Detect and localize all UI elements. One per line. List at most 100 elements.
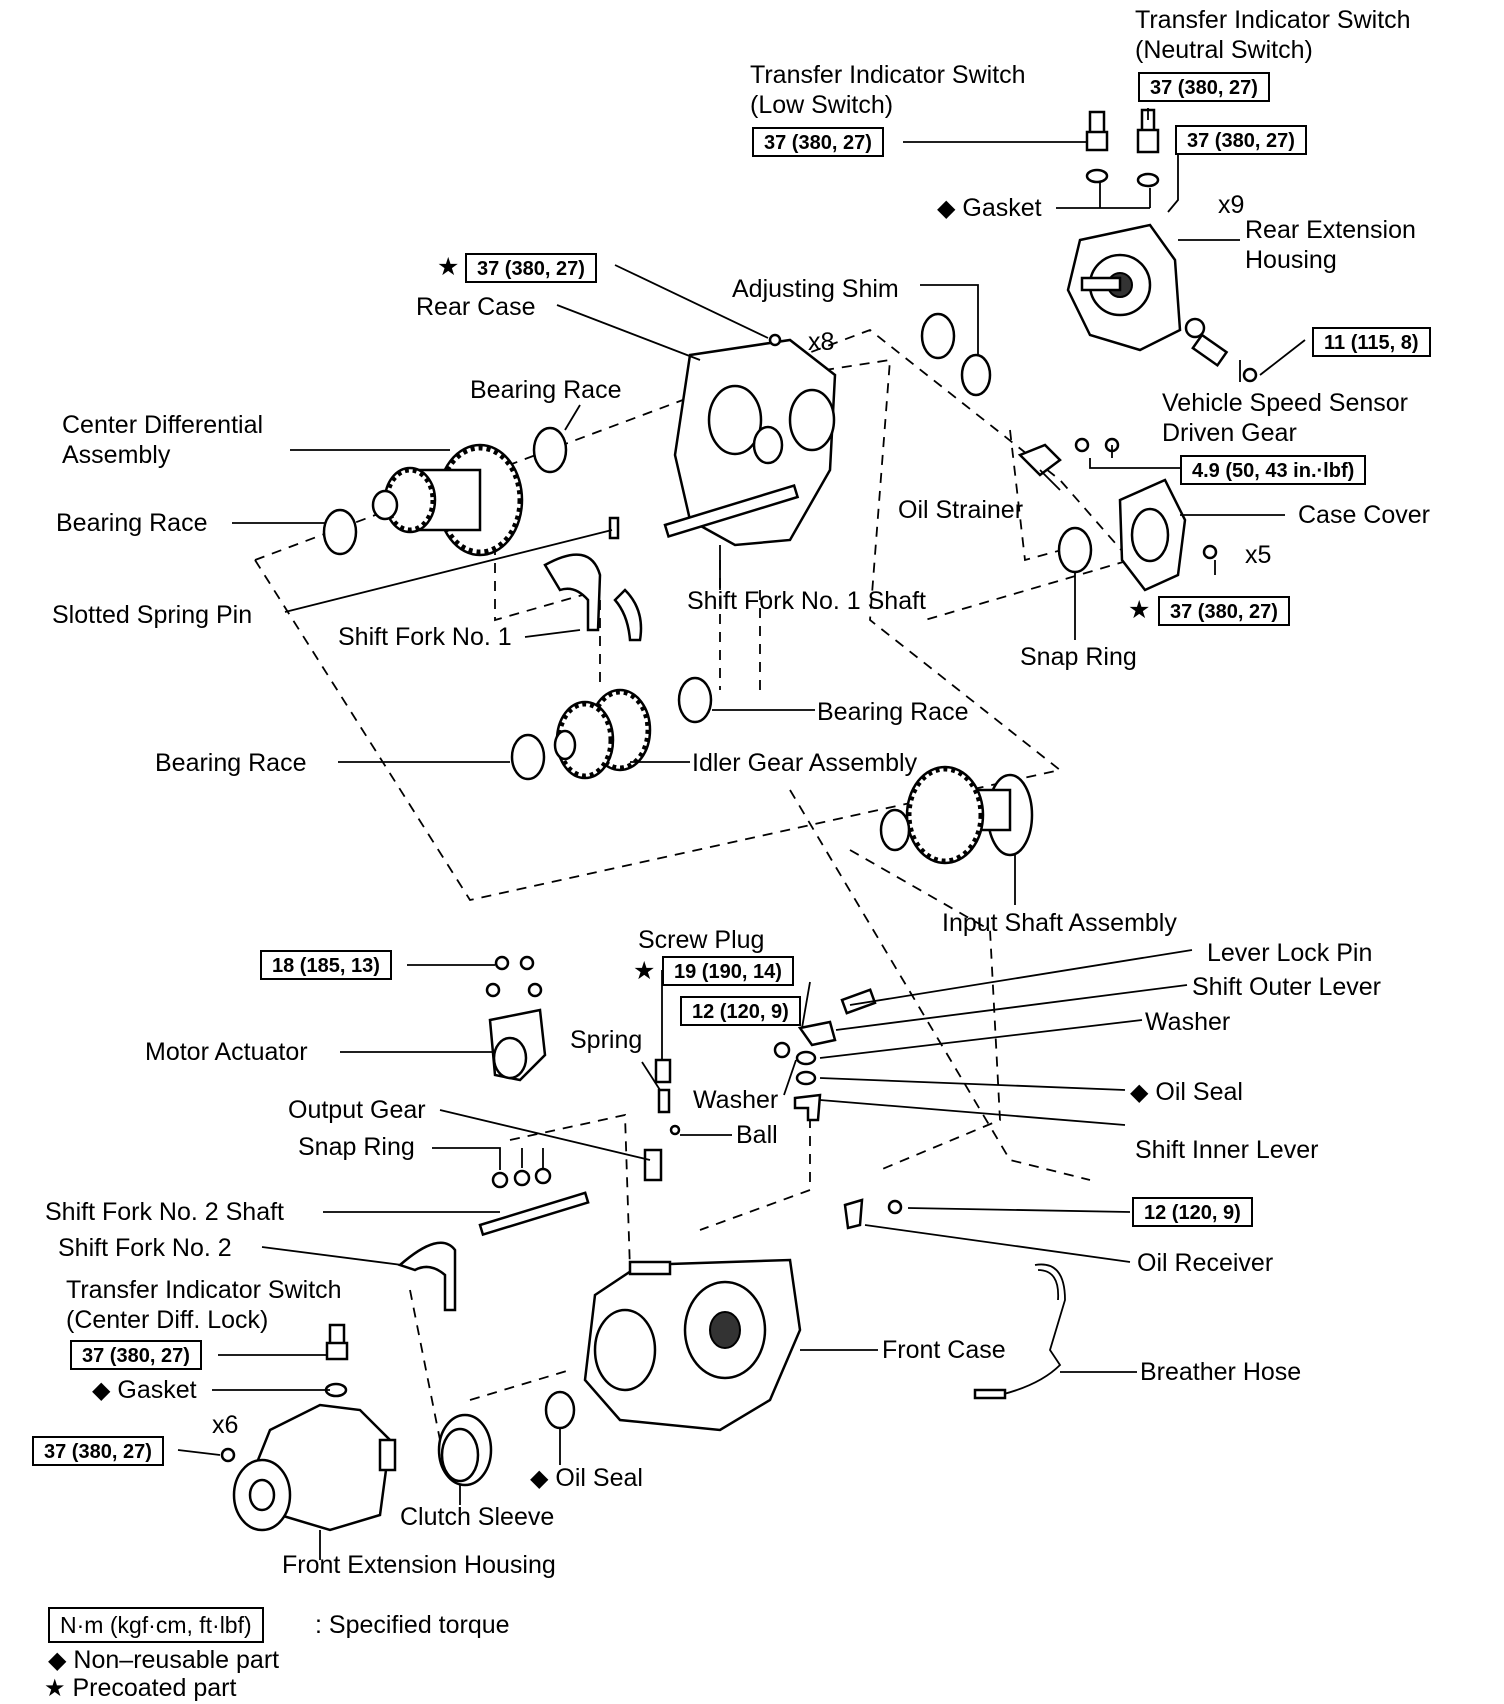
legend-torque-box: N·m (kgf·cm, ft·lbf)	[48, 1607, 264, 1643]
non-reusable-mark: ◆	[530, 1465, 549, 1492]
non-reusable-mark: ◆	[1130, 1079, 1149, 1106]
neutral-switch-icon	[1136, 108, 1160, 188]
legend-non-reusable: ◆ Non–reusable part	[48, 1645, 279, 1676]
label-oil-seal-bottom: ◆ Oil Seal	[530, 1463, 643, 1494]
torque-screw-plug: 19 (190, 14)	[662, 956, 794, 986]
breather-hose-icon	[973, 1263, 1066, 1400]
adjusting-shims	[920, 312, 992, 397]
oil-strainer-icon	[1017, 437, 1120, 477]
clutch-sleeve-icon	[437, 1413, 493, 1487]
torque-motor-actuator-bolts: 18 (185, 13)	[260, 950, 392, 980]
non-reusable-mark: ◆	[937, 195, 956, 222]
label-rear-case: Rear Case	[416, 293, 536, 321]
label-clutch-sleeve: Clutch Sleeve	[400, 1503, 555, 1531]
label-bearing-race-mid: Bearing Race	[817, 698, 969, 726]
label-shift-inner-lever: Shift Inner Lever	[1135, 1136, 1319, 1164]
rear-extension-housing	[1066, 223, 1182, 352]
front-case	[583, 1258, 802, 1432]
torque-cdl-switch: 37 (380, 27)	[70, 1340, 202, 1370]
label-front-case: Front Case	[882, 1336, 1006, 1364]
snap-ring-icon	[1057, 526, 1093, 574]
label-adjusting-shim: Adjusting Shim	[732, 275, 899, 303]
case-cover-icon	[1118, 478, 1218, 592]
torque-low-switch: 37 (380, 27)	[752, 127, 884, 157]
label-vss-driven-gear: Vehicle Speed Sensor Driven Gear	[1162, 389, 1409, 447]
torque-oil-strainer-bolts: 4.9 (50, 43 in.·lbf)	[1180, 455, 1367, 485]
label-x5: x5	[1245, 541, 1272, 569]
label-oil-seal-bottom-text: Oil Seal	[555, 1464, 643, 1492]
shift-fork-1-shaft-icon	[663, 483, 800, 539]
label-rear-extension-housing: Rear Extension Housing	[1245, 216, 1416, 274]
label-motor-actuator: Motor Actuator	[145, 1038, 308, 1066]
low-switch-icon	[1085, 110, 1109, 184]
label-tis-neutral: Transfer Indicator Switch (Neutral Switc…	[1135, 6, 1411, 64]
leader-lines	[177, 108, 1306, 1560]
oil-seal-bottom-icon	[544, 1390, 576, 1430]
label-oil-receiver: Oil Receiver	[1137, 1249, 1274, 1277]
label-oil-strainer: Oil Strainer	[898, 496, 1024, 524]
oil-receiver-icon	[843, 1198, 903, 1230]
label-gasket-bottom: ◆ Gasket	[92, 1375, 197, 1406]
label-screw-plug: Screw Plug	[638, 926, 765, 954]
label-bearing-race-top: Bearing Race	[470, 376, 622, 404]
label-gasket-top-text: Gasket	[962, 194, 1042, 222]
label-tis-low: Transfer Indicator Switch (Low Switch)	[750, 61, 1026, 119]
label-bearing-race-left: Bearing Race	[56, 509, 208, 537]
label-oil-seal-right: ◆ Oil Seal	[1130, 1077, 1243, 1108]
label-x6: x6	[212, 1411, 239, 1439]
vss-driven-gear-icon	[1184, 317, 1258, 383]
label-lever-lock-pin: Lever Lock Pin	[1207, 939, 1373, 967]
label-x9: x9	[1218, 191, 1245, 219]
label-spring: Spring	[570, 1026, 643, 1054]
shift-fork-1-icon	[543, 553, 643, 642]
shift-lever-parts	[773, 988, 877, 1122]
motor-actuator-icon	[485, 955, 552, 1189]
label-x8: x8	[808, 328, 835, 356]
label-idler-gear: Idler Gear Assembly	[692, 749, 918, 777]
label-shift-outer-lever: Shift Outer Lever	[1192, 973, 1381, 1001]
slotted-spring-pin-icon	[608, 516, 620, 540]
torque-oil-receiver-bolt: 12 (120, 9)	[1132, 1197, 1253, 1227]
legend-torque-text: : Specified torque	[315, 1611, 510, 1639]
label-bearing-race-lower: Bearing Race	[155, 749, 307, 777]
label-center-differential: Center Differential Assembly	[62, 411, 264, 469]
legend-precoated: ★ Precoated part	[44, 1673, 236, 1704]
idler-gear-icon	[553, 688, 652, 780]
assembly-guide-lines	[254, 328, 1132, 1441]
label-shift-fork-2: Shift Fork No. 2	[58, 1234, 232, 1262]
torque-rear-case-bolts: 37 (380, 27)	[465, 253, 597, 283]
precoated-mark: ★	[44, 1675, 66, 1702]
label-washer-right: Washer	[1145, 1008, 1231, 1036]
center-differential-icon	[371, 443, 524, 557]
label-shift-fork-1: Shift Fork No. 1	[338, 623, 512, 651]
label-washer-mid: Washer	[693, 1086, 779, 1114]
label-tis-cdl: Transfer Indicator Switch (Center Diff. …	[66, 1276, 342, 1334]
label-breather-hose: Breather Hose	[1140, 1358, 1302, 1386]
torque-vss-bolt: 11 (115, 8)	[1312, 327, 1431, 357]
label-snap-ring-right: Snap Ring	[1020, 643, 1137, 671]
torque-neutral-switch: 37 (380, 27)	[1138, 72, 1270, 102]
label-gasket-bottom-text: Gasket	[117, 1376, 197, 1404]
legend-non-reusable-text: Non–reusable part	[73, 1646, 280, 1674]
non-reusable-mark: ◆	[48, 1647, 67, 1674]
label-input-shaft: Input Shaft Assembly	[942, 909, 1177, 937]
label-slotted-spring-pin: Slotted Spring Pin	[52, 601, 253, 629]
bearing-race-icons	[322, 426, 713, 781]
label-case-cover: Case Cover	[1298, 501, 1430, 529]
torque-rear-ext-bolts: 37 (380, 27)	[1175, 125, 1307, 155]
torque-case-cover-bolts: 37 (380, 27)	[1158, 596, 1290, 626]
torque-front-ext-bolts: 37 (380, 27)	[32, 1436, 164, 1466]
precoated-mark-rear-case: ★	[437, 253, 460, 281]
non-reusable-mark: ◆	[92, 1377, 111, 1404]
cdl-switch-icon	[324, 1323, 349, 1398]
label-gasket-top: ◆ Gasket	[937, 193, 1042, 224]
label-front-extension-housing: Front Extension Housing	[282, 1551, 556, 1579]
legend-precoated-text: Precoated part	[72, 1674, 237, 1702]
precoated-mark-case-cover: ★	[1128, 596, 1151, 624]
front-extension-housing-icon	[220, 1403, 397, 1532]
label-shift-fork-2-shaft: Shift Fork No. 2 Shaft	[45, 1198, 284, 1226]
label-output-gear: Output Gear	[288, 1096, 426, 1124]
label-oil-seal-right-text: Oil Seal	[1155, 1078, 1243, 1106]
shift-fork-2-shaft-icon	[478, 1191, 590, 1237]
